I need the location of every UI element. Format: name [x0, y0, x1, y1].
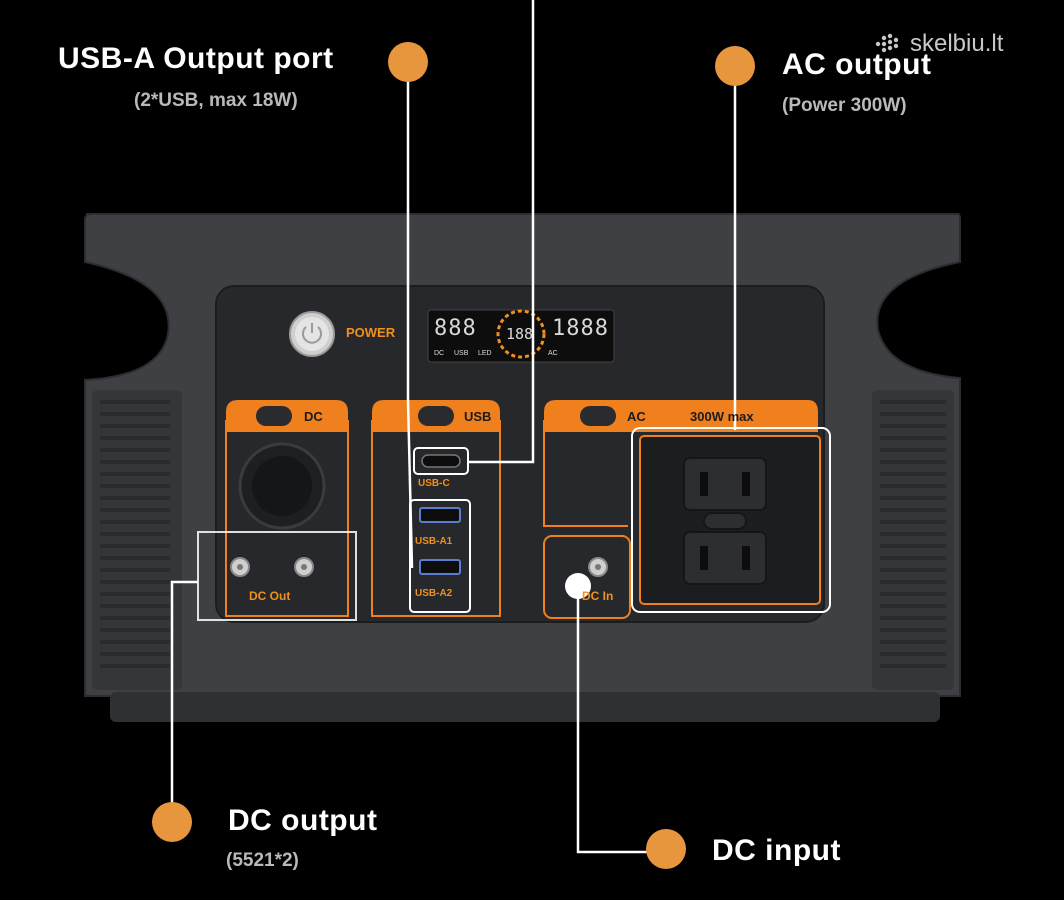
watermark-dots-icon [875, 33, 899, 53]
dc-output-callout-dot [152, 802, 192, 842]
dc-in-marker [565, 573, 591, 599]
ac-switch [703, 512, 747, 530]
device-base [110, 692, 940, 722]
dc-input-callout-title: DC input [712, 834, 841, 867]
ac-rating-label: 300W max [690, 409, 754, 424]
usb-a2-label: USB-A2 [415, 588, 453, 599]
lcd-label-led: LED [478, 350, 492, 357]
usb-a2-port [419, 559, 461, 575]
ac-callout-dot [715, 46, 755, 86]
dc-out-highlight [197, 531, 357, 621]
usb-a1-label: USB-A1 [415, 536, 453, 547]
usb-c-port [421, 454, 461, 468]
dc-output-callout-subtitle: (5521*2) [226, 850, 299, 871]
watermark: skelbiu.lt [874, 30, 1003, 58]
lcd-ring [496, 309, 546, 359]
leader-lines [170, 0, 737, 854]
left-grille [92, 390, 182, 690]
usb-a-highlight [409, 499, 471, 613]
lcd-label-dc: DC [434, 350, 445, 357]
usb-a1-port [419, 507, 461, 523]
lcd-left-digits: 888 [434, 316, 477, 341]
ac-section-header [544, 400, 818, 432]
dc-section-frame [225, 420, 349, 617]
dc-out-label: DC Out [249, 589, 291, 603]
usb-a-callout-dot [388, 42, 428, 82]
lcd-label-ac: AC [548, 350, 558, 357]
ac-callout-subtitle: (Power 300W) [782, 95, 907, 116]
dc-in-leader [576, 586, 664, 854]
ac-socket-bottom [683, 531, 767, 585]
dc-in-label: DC In [582, 589, 614, 603]
watermark-text: skelbiu.lt [910, 30, 1004, 57]
lcd-label-usb: USB [454, 350, 469, 357]
right-grille [872, 390, 954, 690]
usb-c-leader [468, 0, 535, 464]
dc-in-box [543, 535, 631, 619]
usb-section-frame [371, 420, 501, 617]
ac-callout-title: AC output [782, 48, 932, 81]
usb-c-label: USB-C [418, 478, 450, 489]
lcd-center-digits: 188 [506, 325, 534, 343]
dc-out-leader [170, 580, 198, 822]
dc-toggle [256, 406, 292, 426]
dc-section-header-label: DC [304, 409, 323, 424]
usb-a-callout-title: USB-A Output port [58, 42, 334, 75]
usb-a-leader [406, 62, 414, 569]
ac-outlet-highlight [631, 427, 831, 613]
lcd-right-digits: 1888 [552, 316, 609, 341]
usb-section-header-label: USB [464, 409, 492, 424]
ac-toggle [580, 406, 616, 426]
ac-socket-top [683, 457, 767, 511]
dc-input-callout-dot [646, 829, 686, 869]
ac-section-header-label: AC [627, 409, 646, 424]
usb-toggle [418, 406, 454, 426]
usb-a-callout-subtitle: (2*USB, max 18W) [134, 90, 298, 111]
ac-section-frame [543, 420, 628, 527]
grille-dots [100, 400, 946, 668]
dc-output-callout-title: DC output [228, 804, 378, 837]
power-label: POWER [346, 325, 396, 340]
